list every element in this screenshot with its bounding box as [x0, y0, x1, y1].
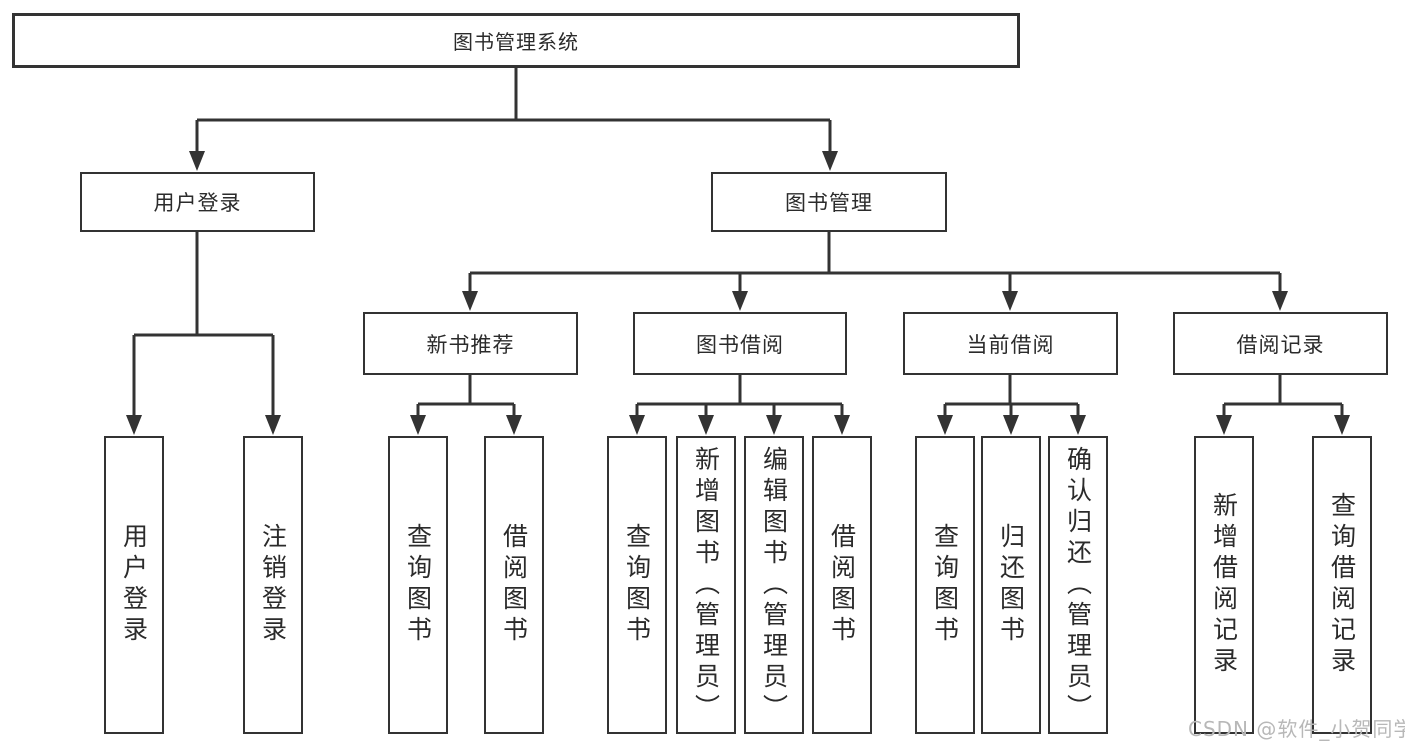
node-library-management-system: 图书管理系统 — [12, 13, 1020, 68]
leaf-return-books: 归还图书 — [981, 436, 1041, 734]
node-borrowing-records: 借阅记录 — [1173, 312, 1388, 375]
node-book-borrowing: 图书借阅 — [633, 312, 847, 375]
node-book-management: 图书管理 — [711, 172, 947, 232]
leaf-query-books-borrowing: 查询图书 — [607, 436, 667, 734]
leaf-add-borrow-record: 新增借阅记录 — [1194, 436, 1254, 734]
leaf-borrow-books: 借阅图书 — [812, 436, 872, 734]
node-current-borrowing: 当前借阅 — [903, 312, 1118, 375]
leaf-query-books-recommend: 查询图书 — [388, 436, 448, 734]
leaf-confirm-return-admin: 确认归还（管理员） — [1048, 436, 1108, 734]
leaf-user-login: 用户登录 — [104, 436, 164, 734]
leaf-query-borrow-record: 查询借阅记录 — [1312, 436, 1372, 734]
leaf-edit-books-admin: 编辑图书（管理员） — [744, 436, 804, 734]
leaf-borrow-books-recommend: 借阅图书 — [484, 436, 544, 734]
leaf-add-books-admin: 新增图书（管理员） — [676, 436, 736, 734]
node-user-login: 用户登录 — [80, 172, 315, 232]
csdn-watermark: CSDN @软件_小贺同学 — [1188, 717, 1405, 741]
leaf-query-books-current: 查询图书 — [915, 436, 975, 734]
node-new-book-recommendation: 新书推荐 — [363, 312, 578, 375]
leaf-logout: 注销登录 — [243, 436, 303, 734]
arrowheads — [126, 151, 1350, 435]
